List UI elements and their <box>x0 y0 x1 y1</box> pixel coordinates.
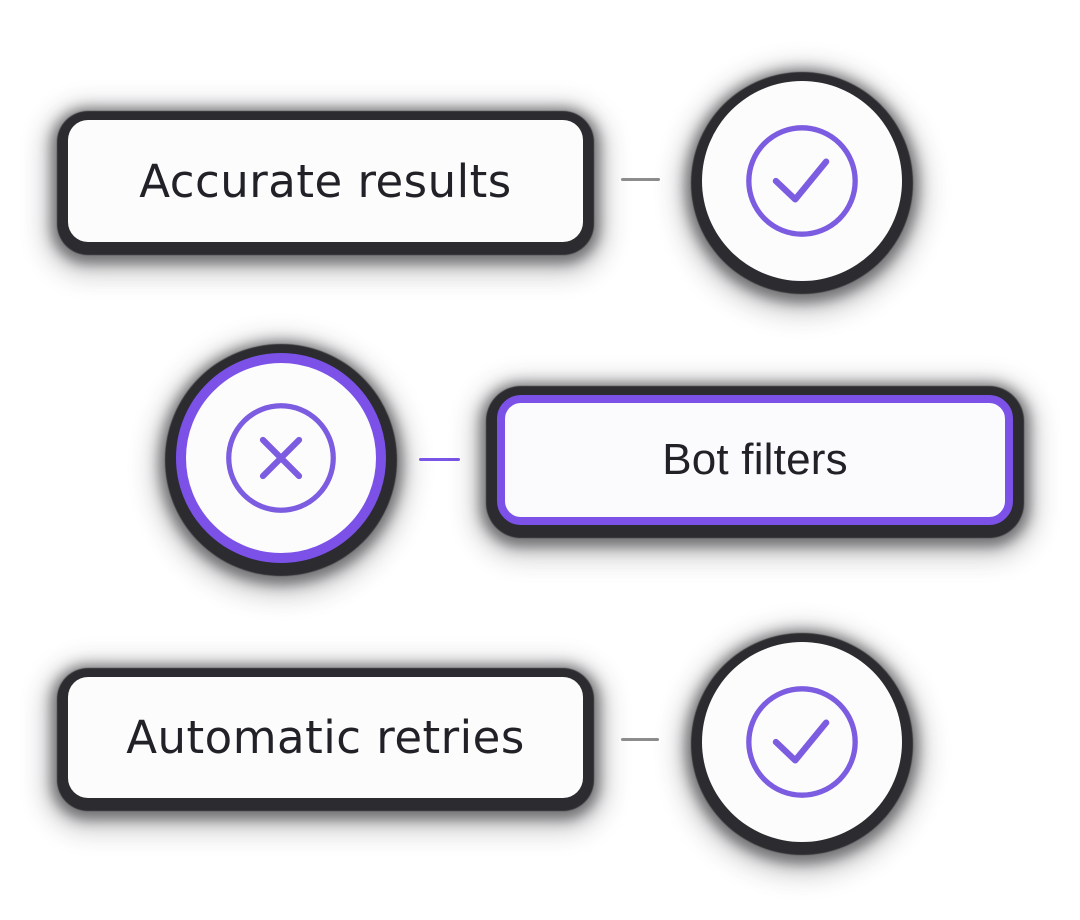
connector-line <box>419 458 460 461</box>
cross-circle-icon <box>224 401 338 515</box>
feature-card-bot-filters: Bot filters <box>497 395 1013 525</box>
connector-line <box>621 738 659 741</box>
status-circle-success <box>702 81 902 281</box>
connector-line <box>621 178 660 181</box>
status-circle-success <box>702 642 902 842</box>
feature-label: Accurate results <box>139 154 512 208</box>
feature-label: Bot filters <box>662 435 848 484</box>
feature-label: Automatic retries <box>126 711 525 764</box>
check-circle-icon <box>744 684 860 800</box>
status-circle-excluded <box>176 353 386 563</box>
feature-card-automatic-retries: Automatic retries <box>68 677 583 798</box>
feature-card-accurate-results: Accurate results <box>68 120 583 242</box>
check-circle-icon <box>744 123 860 239</box>
